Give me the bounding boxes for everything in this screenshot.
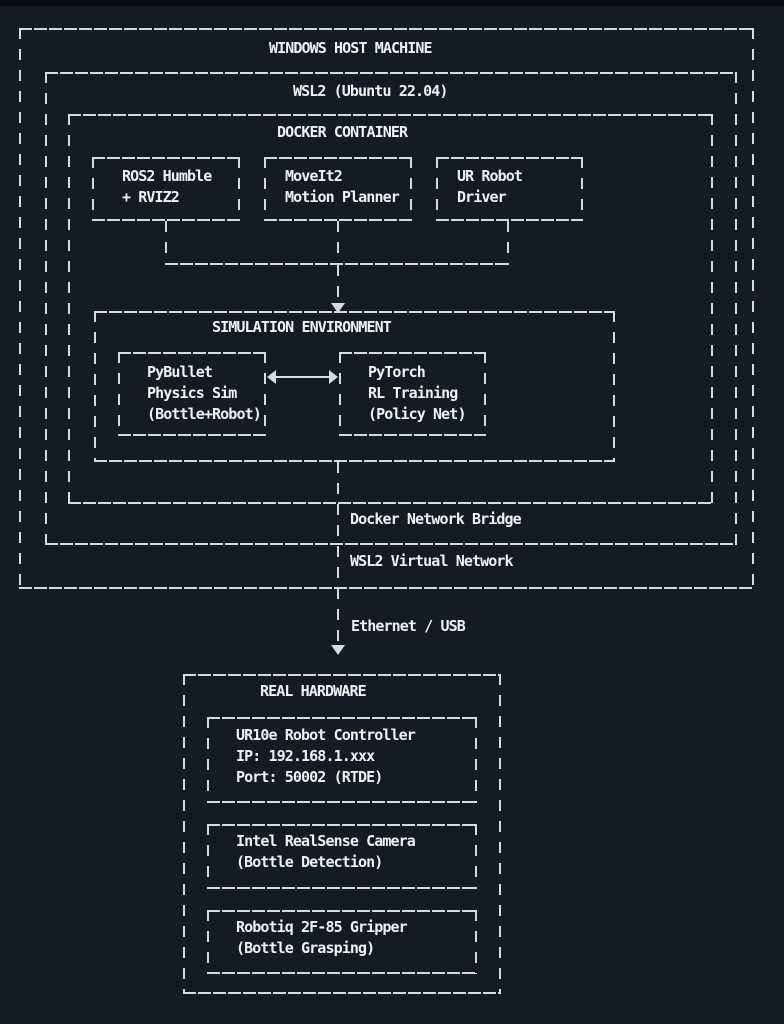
ur10e-ip-line: IP: 192.168.1.xxx — [236, 747, 375, 765]
realsense-camera-line: Intel RealSense Camera — [236, 832, 416, 850]
connector-ros2-down — [165, 221, 167, 265]
connector-ur-down — [507, 221, 509, 265]
wsl2-virtual-network-label: WSL2 Virtual Network — [350, 552, 514, 570]
arrow-down-icon — [331, 645, 345, 655]
moveit2-line: MoveIt2 — [285, 167, 343, 185]
real-hardware-title: REAL HARDWARE — [260, 682, 367, 700]
connector-to-hardware — [337, 462, 339, 645]
arrow-down-icon — [331, 303, 345, 313]
top-strip — [0, 0, 784, 6]
docker-network-bridge-label: Docker Network Bridge — [350, 510, 522, 528]
arrow-left-icon — [267, 370, 276, 384]
ur-robot-driver-line: UR Robot — [457, 167, 523, 185]
pybullet-line: PyBullet — [147, 363, 213, 381]
arrow-right-icon — [329, 370, 338, 384]
ur-robot-driver-line: Driver — [457, 188, 507, 206]
ros2-rviz2-line: ROS2 Humble — [122, 167, 212, 185]
ur10e-controller-line: UR10e Robot Controller — [236, 726, 416, 744]
connector-merge-bar — [165, 263, 510, 265]
pytorch-line: (Policy Net) — [368, 405, 466, 423]
pytorch-line: PyTorch — [368, 363, 426, 381]
robotiq-gripper-box — [207, 910, 477, 974]
double-arrow-icon — [267, 370, 338, 384]
pybullet-line: (Bottle+Robot) — [147, 405, 262, 423]
ur10e-port-line: Port: 50002 (RTDE) — [236, 768, 383, 786]
pytorch-line: RL Training — [368, 384, 458, 402]
pybullet-line: Physics Sim — [147, 384, 237, 402]
pybullet-box — [118, 352, 266, 436]
wsl2-title: WSL2 (Ubuntu 22.04) — [293, 82, 448, 100]
realsense-camera-line: (Bottle Detection) — [236, 853, 383, 871]
ur-robot-driver-box — [436, 157, 583, 221]
moveit2-line: Motion Planner — [285, 188, 400, 206]
connector-to-sim — [337, 265, 339, 304]
connector-moveit-down — [337, 221, 339, 265]
moveit2-box — [264, 157, 412, 221]
realsense-camera-box — [207, 824, 477, 889]
pytorch-box — [339, 352, 486, 436]
robotiq-gripper-line: Robotiq 2F-85 Gripper — [236, 918, 408, 936]
arrow-shaft — [273, 376, 332, 378]
windows-host-title: WINDOWS HOST MACHINE — [269, 39, 433, 57]
robotiq-gripper-line: (Bottle Grasping) — [236, 939, 375, 957]
ros2-rviz2-line: + RVIZ2 — [122, 188, 180, 206]
ros2-rviz2-box — [92, 157, 240, 221]
docker-container-title: DOCKER CONTAINER — [277, 123, 408, 141]
simulation-environment-title: SIMULATION ENVIRONMENT — [212, 318, 392, 336]
ethernet-usb-label: Ethernet / USB — [351, 617, 466, 635]
ur10e-controller-box — [207, 717, 477, 803]
